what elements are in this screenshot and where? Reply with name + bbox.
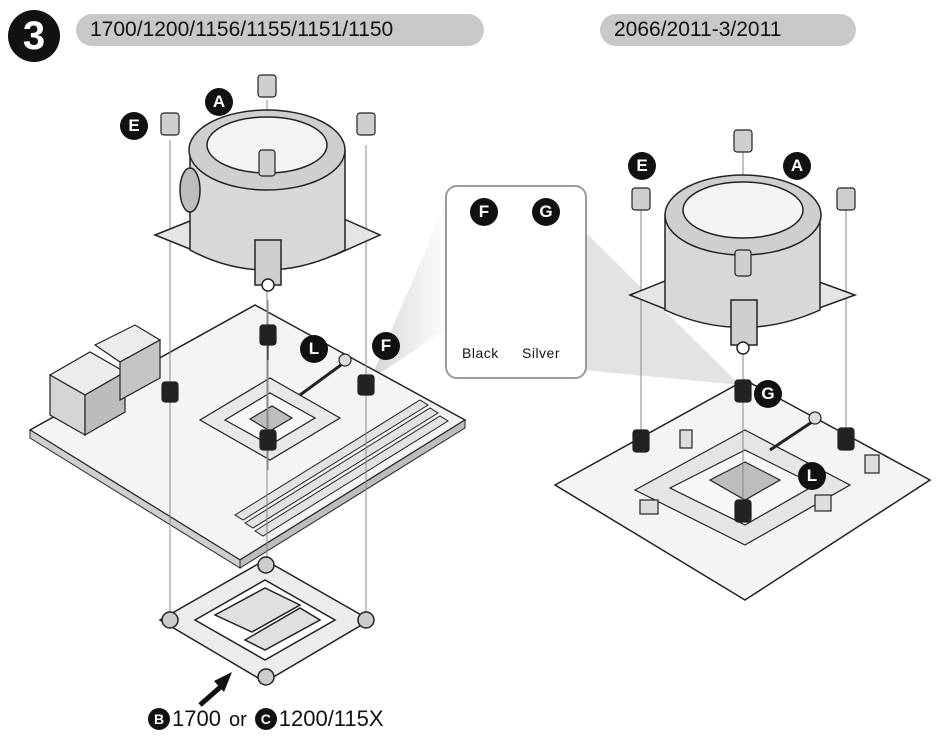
left-backplate [158, 556, 375, 686]
left-screws [160, 74, 376, 451]
left-cpu-socket [198, 353, 352, 461]
left-pump-head [152, 109, 382, 292]
caption-marker-c: C [254, 708, 277, 730]
left-marker-e: E [120, 112, 148, 140]
right-marker-e: E [628, 152, 656, 180]
black-standoff-label: Black [462, 345, 499, 361]
backplate-arrow [198, 672, 232, 707]
left-marker-l: L [300, 335, 328, 363]
right-screws [631, 129, 856, 523]
left-motherboard [28, 304, 467, 569]
step-number-badge: 3 [8, 10, 60, 62]
right-marker-a: A [783, 152, 811, 180]
right-pump-head [627, 174, 858, 355]
silver-standoff-label: Silver [522, 345, 561, 361]
caption-c-text: 1200/115X [278, 706, 384, 731]
left-marker-a: A [205, 88, 233, 116]
power-connector [48, 324, 162, 437]
callout-marker-f: F [470, 198, 498, 226]
hedt-socket-header: 2066/2011-3/2011 [600, 14, 856, 46]
right-marker-g: G [754, 380, 782, 408]
intel-socket-header: 1700/1200/1156/1155/1151/1150 [76, 14, 484, 46]
right-marker-l: L [798, 462, 826, 490]
caption-marker-b: B [148, 708, 170, 730]
caption-b-text: 1700 [172, 706, 221, 731]
callout-marker-g: G [532, 198, 560, 226]
standoff-callout-box [445, 185, 587, 379]
caption-or: or [228, 709, 247, 731]
left-marker-f: F [372, 332, 400, 360]
